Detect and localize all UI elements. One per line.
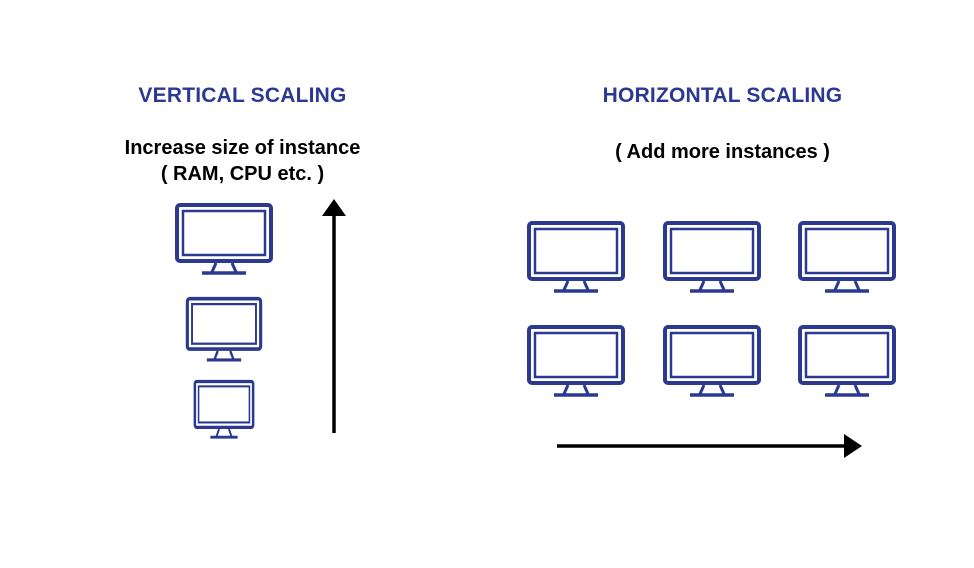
horizontal-scaling-heading: HORIZONTAL SCALING	[602, 84, 843, 107]
monitor-icon	[663, 221, 761, 293]
horizontal-monitors	[527, 221, 896, 397]
vertical-scaling-description-line1: Increase size of instance	[124, 137, 361, 159]
arrow-up-icon	[322, 199, 346, 433]
monitor-icon	[798, 325, 896, 397]
monitor-icon	[663, 325, 761, 397]
vertical-scaling-description-line2: ( RAM, CPU etc. )	[160, 163, 325, 185]
monitor-icon	[175, 203, 273, 275]
vertical-scaling-heading: VERTICAL SCALING	[138, 84, 347, 107]
monitor-icon	[527, 221, 625, 293]
monitor-icon	[527, 325, 625, 397]
monitor-icon	[798, 221, 896, 293]
monitor-icon	[193, 379, 255, 439]
vertical-monitors	[175, 203, 273, 439]
arrow-right-icon	[557, 434, 862, 458]
monitor-icon	[185, 296, 263, 362]
horizontal-scaling-description: ( Add more instances )	[615, 141, 830, 163]
